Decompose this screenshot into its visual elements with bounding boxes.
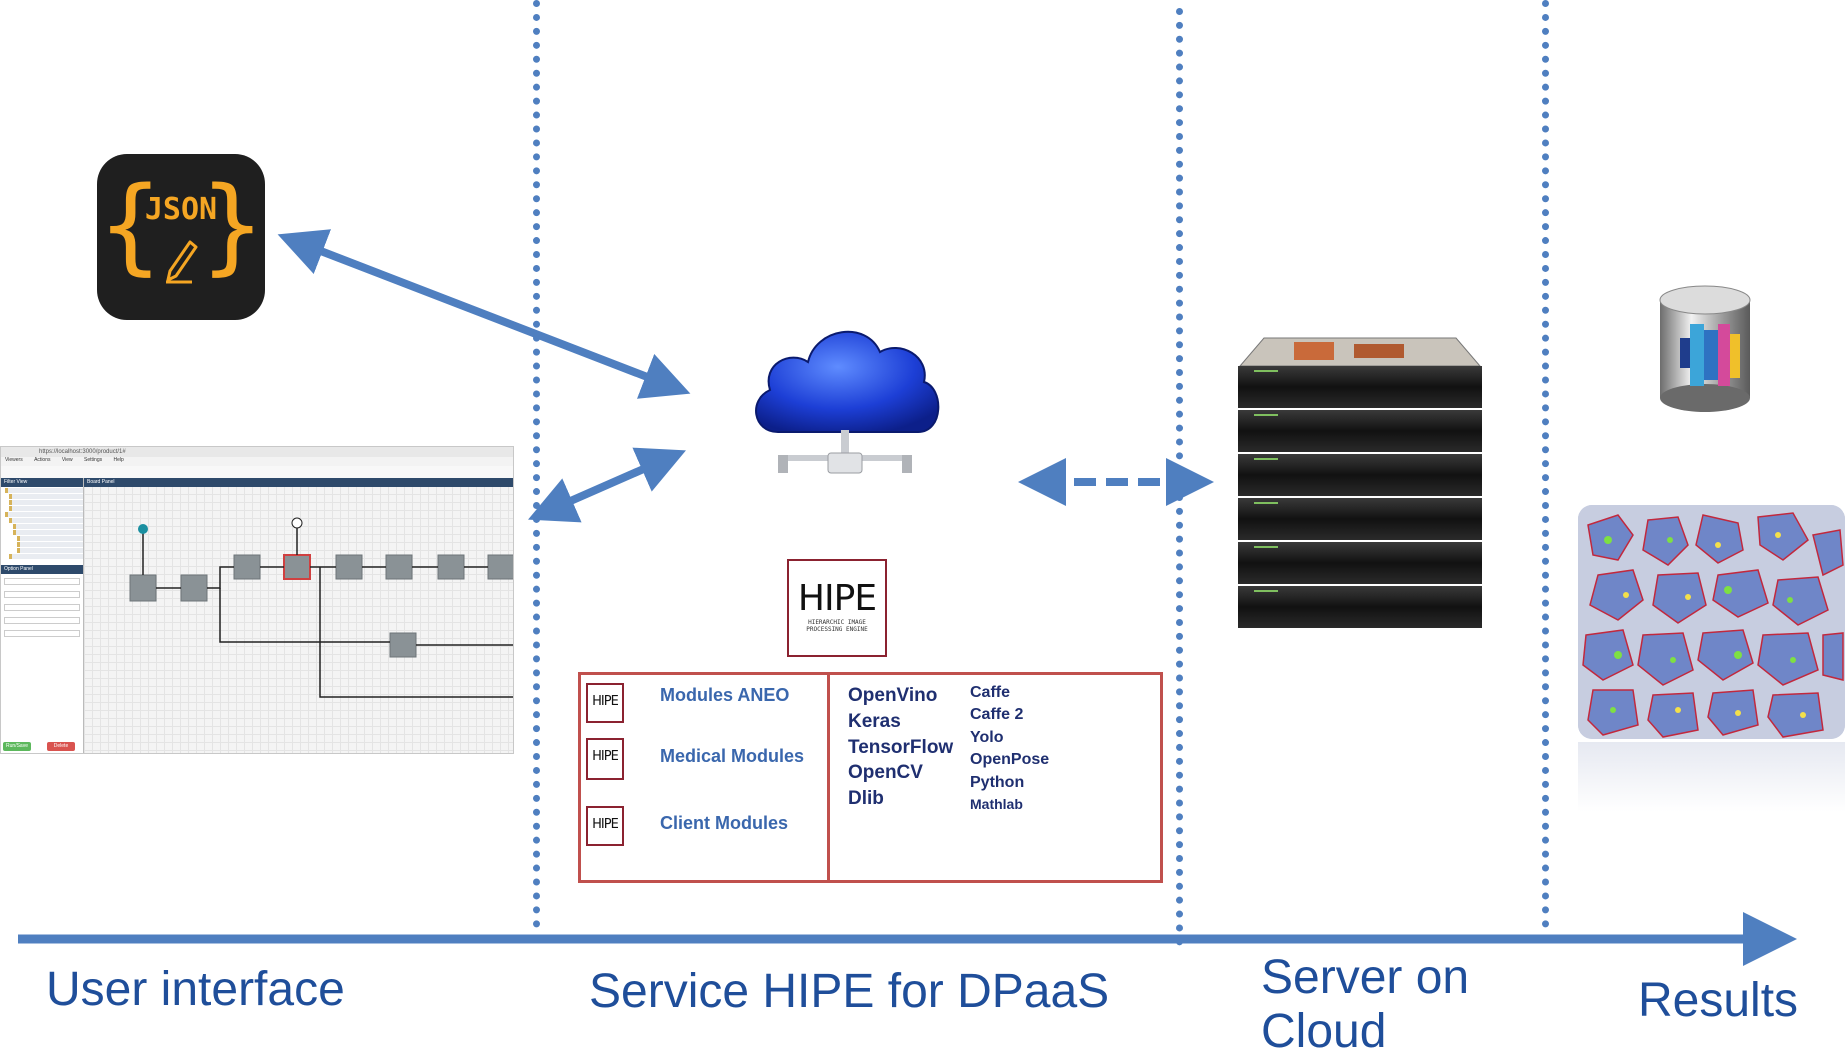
results-cell-image — [1578, 505, 1845, 739]
tree-item — [9, 506, 83, 511]
graph-node — [129, 574, 157, 602]
stage-label-service: Service HIPE for DPaaS — [589, 965, 1110, 1018]
library-label: Mathlab — [970, 796, 1023, 812]
hipe-logo-subtitle-2: PROCESSING ENGINE — [806, 626, 868, 633]
stage-label-server-line2: Cloud — [1261, 1005, 1387, 1058]
library-label: Caffe — [970, 684, 1011, 701]
ui-cloud-arrow — [528, 447, 686, 523]
board-panel-title: Board Panel — [84, 478, 513, 487]
module-badge-text: HIPE — [592, 817, 619, 832]
library-label: Yolo — [970, 729, 1004, 746]
pencil-icon — [166, 240, 198, 284]
json-cloud-arrow — [277, 229, 691, 399]
ui-left-panel: Filter View Option Panel Run/Save Delete — [1, 478, 84, 753]
library-label: Caffe 2 — [970, 706, 1024, 723]
tree-item — [9, 554, 83, 559]
json-label: JSON — [144, 192, 218, 227]
ui-board-canvas: Board Panel — [84, 478, 513, 753]
left-brace-glyph: { — [99, 164, 162, 286]
right-brace-glyph: } — [201, 164, 264, 286]
menu-item: View — [61, 457, 73, 463]
graph-timer-node — [291, 517, 303, 529]
module-label-medical: Medical Modules — [660, 746, 805, 766]
stage-label-user-interface: User interface — [46, 963, 345, 1016]
module-badge-client: HIPE — [586, 806, 624, 846]
hipe-logo-subtitle-1: HIERARCHIC IMAGE — [808, 619, 866, 626]
divider-server-results — [1542, 0, 1549, 928]
option-field — [4, 617, 80, 624]
module-label-aneo: Modules ANEO — [660, 685, 790, 705]
graph-node — [437, 554, 465, 580]
tree-item — [17, 542, 83, 547]
menu-item: Settings — [84, 457, 103, 463]
graph-node — [335, 554, 363, 580]
option-field — [4, 630, 80, 637]
tree-item — [13, 530, 83, 535]
menu-item: Viewers — [5, 457, 23, 463]
option-field — [4, 591, 80, 598]
segmented-cells — [1578, 505, 1845, 739]
pipeline-graph — [129, 517, 513, 698]
tree-item — [9, 518, 83, 523]
ui-menu-bar: Viewers Actions View Settings Help — [1, 457, 513, 466]
library-label: OpenPose — [970, 751, 1050, 768]
graph-node — [385, 554, 413, 580]
graph-node — [487, 554, 513, 580]
module-badge-text: HIPE — [592, 694, 619, 709]
filter-view-title: Filter View — [1, 478, 83, 487]
tree-item — [5, 512, 83, 517]
graph-node — [389, 632, 417, 658]
server-rack-icon — [1238, 337, 1482, 628]
graph-node — [283, 554, 311, 580]
ui-screenshot: https://localhost:3000/product/1# Viewer… — [0, 446, 514, 754]
module-badge-aneo: HIPE — [586, 683, 624, 723]
browser-bar: https://localhost:3000/product/1# — [1, 447, 513, 457]
module-badge-text: HIPE — [592, 749, 619, 764]
stage-label-results: Results — [1638, 974, 1799, 1027]
menu-item: Actions — [34, 457, 51, 463]
tree-item — [17, 536, 83, 541]
module-label-client: Client Modules — [660, 813, 789, 833]
json-editor-icon: { } JSON — [97, 154, 265, 320]
run-save-button: Run/Save — [3, 742, 31, 751]
results-image-reflection — [1578, 742, 1845, 812]
stage-label-server-line1: Server on — [1261, 951, 1470, 1004]
library-label: OpenVino — [848, 685, 938, 706]
tree-item — [5, 488, 83, 493]
option-field — [4, 604, 80, 611]
graph-input-node — [138, 524, 148, 534]
tree-item — [17, 548, 83, 553]
browser-url: https://localhost:3000/product/1# — [39, 449, 126, 455]
tree-item — [13, 524, 83, 529]
libraries-panel — [827, 672, 1163, 883]
library-label: Dlib — [848, 788, 884, 809]
hipe-logo: HIPE HIERARCHIC IMAGE PROCESSING ENGINE — [787, 559, 887, 657]
module-badge-medical: HIPE — [586, 738, 624, 780]
tree-item — [9, 500, 83, 505]
library-label: TensorFlow — [848, 737, 954, 758]
graph-node — [233, 554, 261, 580]
cloud-network-icon — [755, 330, 940, 474]
menu-item: Help — [113, 457, 124, 463]
library-label: OpenCV — [848, 762, 923, 783]
tree-item — [9, 494, 83, 499]
hipe-logo-word: HIPE — [797, 578, 877, 619]
graph-node — [180, 574, 208, 602]
option-field — [4, 578, 80, 585]
delete-button: Delete — [47, 742, 75, 751]
library-label: Keras — [848, 711, 901, 732]
library-label: Python — [970, 774, 1025, 791]
database-icon — [1659, 285, 1751, 412]
option-panel-title: Option Panel — [1, 565, 83, 574]
